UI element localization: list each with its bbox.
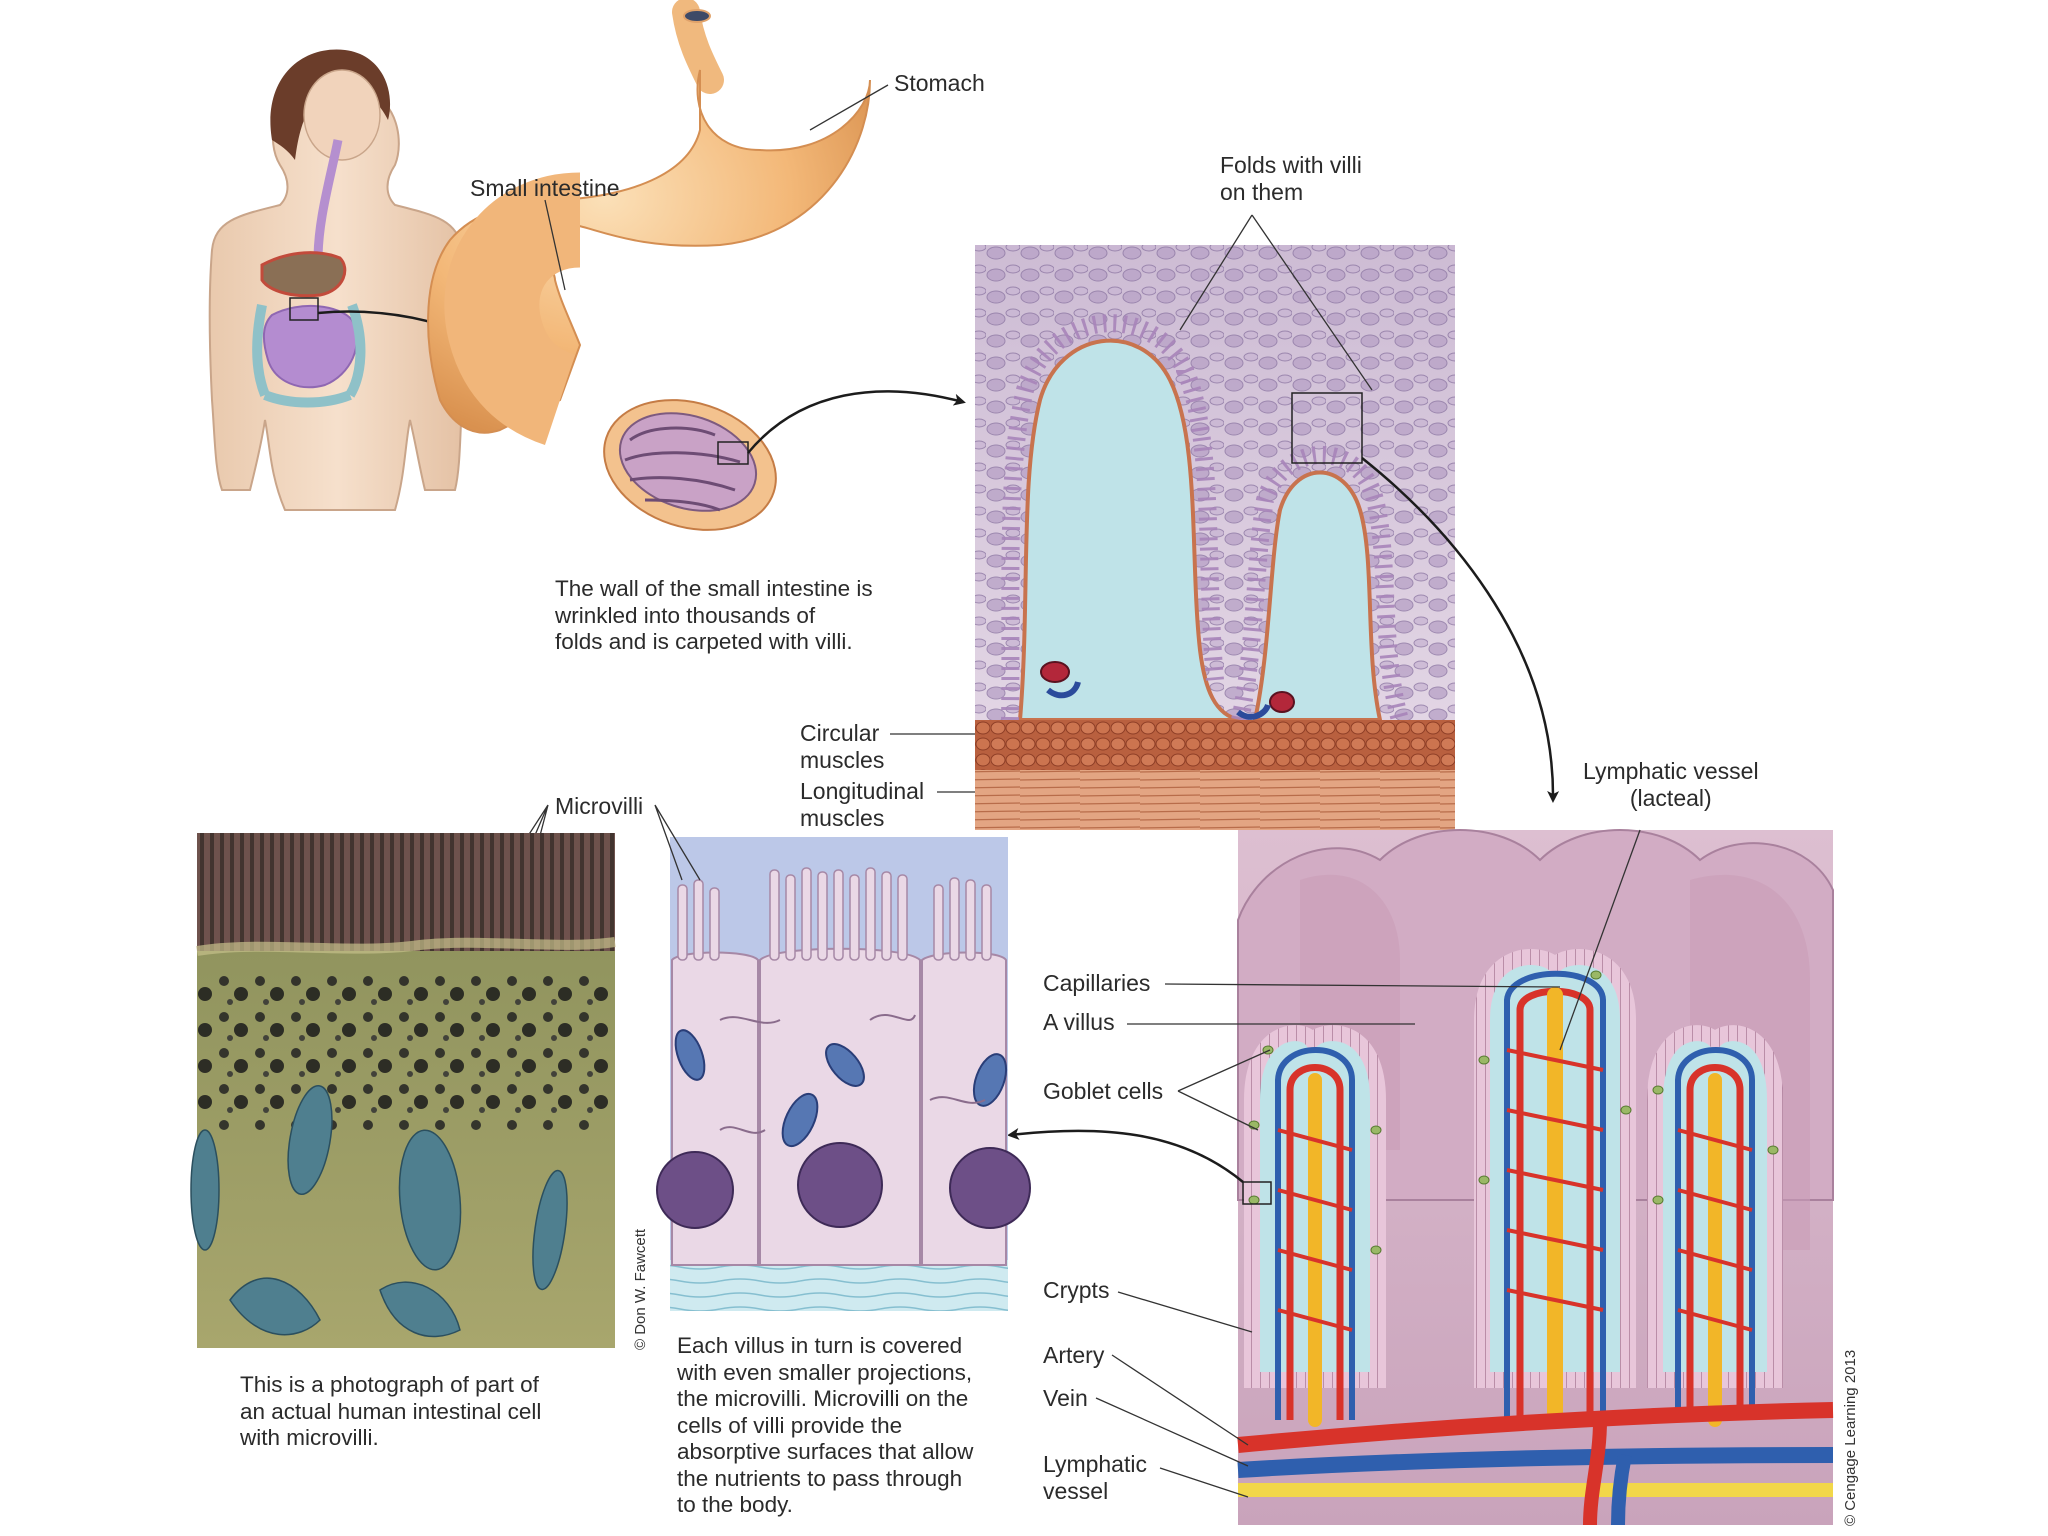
vein-branch <box>1611 1453 1632 1526</box>
zoom-box-folds <box>1291 392 1363 464</box>
label-lymphatic-vessel-lacteal: Lymphatic vessel (lacteal) <box>1583 758 1759 812</box>
organelles <box>719 1014 986 1134</box>
label-lymphatic-top-line1: Lymphatic vessel <box>1583 758 1759 784</box>
label-lymphatic-top-line2: (lacteal) <box>1629 785 1712 811</box>
label-microvilli: Microvilli <box>555 793 644 819</box>
circular-muscle-layer <box>975 720 1455 770</box>
capillary-artery-right <box>1686 1064 1744 1420</box>
label-small-intestine: Small intestine <box>470 175 620 201</box>
label-artery: Artery <box>1043 1342 1105 1368</box>
fold-villi-fringe <box>1001 314 1409 723</box>
capillary-artery-left <box>1286 1064 1344 1420</box>
caption-photograph: This is a photograph of part of an actua… <box>240 1372 542 1450</box>
small-intestine-coils <box>262 304 358 389</box>
micrograph-photo <box>190 833 616 1348</box>
label-vein: Vein <box>1043 1385 1088 1411</box>
villi-leader-lines <box>1095 829 1641 1498</box>
leader-stomach <box>809 84 889 131</box>
esophagus-opening <box>683 9 711 23</box>
blood-vessel-1 <box>1040 661 1070 683</box>
label-circular-line1: Circular <box>800 720 880 746</box>
photo-boundary <box>196 937 616 956</box>
label-folds-line2: on them <box>1220 179 1304 205</box>
esophagus <box>313 139 343 261</box>
face <box>303 69 381 161</box>
liver-stomach-organs <box>260 251 347 298</box>
artery-branch <box>1583 1419 1607 1526</box>
epithelial-cells-panel <box>656 837 1031 1311</box>
large-intestine <box>252 303 366 408</box>
label-goblet-cells: Goblet cells <box>1043 1078 1164 1104</box>
fold-left <box>1017 338 1241 722</box>
base-artery <box>1237 1402 1834 1453</box>
label-longitudinal-line1: Longitudinal <box>800 778 925 804</box>
label-folds-with-villi: Folds with villi on them <box>1220 152 1362 206</box>
label-lymphatic-bottom-line2: vessel <box>1043 1478 1109 1504</box>
photo-mitochondria <box>190 1084 568 1338</box>
label-longitudinal-muscles: Longitudinal muscles <box>800 778 924 832</box>
body-silhouette <box>208 94 466 511</box>
zoom-box-body <box>289 297 319 321</box>
capillary-vein-center <box>1504 970 1606 1420</box>
label-circular-line2: muscles <box>800 747 885 773</box>
blood-vessel-2 <box>1269 691 1295 713</box>
credit-cengage: © Cengage Learning 2013 <box>1842 1349 1859 1526</box>
label-longitudinal-line2: muscles <box>800 805 885 831</box>
photo-microvilli-stripes <box>197 833 615 951</box>
label-lymphatic-vessel: Lymphatic vessel <box>1043 1451 1147 1505</box>
label-stomach: Stomach <box>894 70 985 96</box>
nuclei <box>656 1142 1031 1229</box>
caption-intestine-wall: The wall of the small intestine is wrink… <box>555 576 873 654</box>
blood-vessel-3 <box>1046 680 1081 699</box>
label-folds-line1: Folds with villi <box>1220 152 1362 178</box>
fold-right <box>1252 470 1383 722</box>
leader-small-intestine <box>544 199 566 291</box>
photo-granules <box>197 970 615 1130</box>
base-vein <box>1237 1447 1834 1478</box>
human-figure-illustration <box>208 49 466 511</box>
intestine-tube <box>444 172 583 446</box>
cells-base <box>670 1260 1008 1311</box>
blood-vessel-4 <box>1236 703 1271 720</box>
intestine-folds <box>624 426 741 512</box>
villi-panel <box>1237 829 1834 1526</box>
zoom-box-villus <box>1242 1181 1272 1205</box>
capillary-vein-right <box>1675 1047 1755 1420</box>
microvilli-projections <box>677 867 992 961</box>
arrow-folds-to-villi <box>1361 457 1560 803</box>
credit-fawcett: © Don W. Fawcett <box>632 1228 649 1350</box>
label-capillaries: Capillaries <box>1043 970 1151 996</box>
longitudinal-muscle-layer <box>975 770 1455 830</box>
label-lymphatic-bottom-line1: Lymphatic <box>1043 1451 1147 1477</box>
arrow-intestine-to-folds <box>747 390 966 454</box>
label-crypts: Crypts <box>1043 1277 1110 1303</box>
stomach-intestine-illustration <box>427 0 871 531</box>
arrow-villus-to-cells <box>1007 1128 1244 1183</box>
capillary-rungs <box>1277 1048 1753 1332</box>
folds-panel <box>975 245 1455 830</box>
leader-folds <box>1179 214 1373 391</box>
label-circular-muscles: Circular muscles <box>800 720 884 774</box>
label-a-villus: A villus <box>1043 1009 1115 1035</box>
mitochondria <box>674 1029 1008 1148</box>
caption-villus-microvilli: Each villus in turn is covered with even… <box>677 1333 974 1517</box>
capillary-vein-left <box>1275 1047 1355 1420</box>
